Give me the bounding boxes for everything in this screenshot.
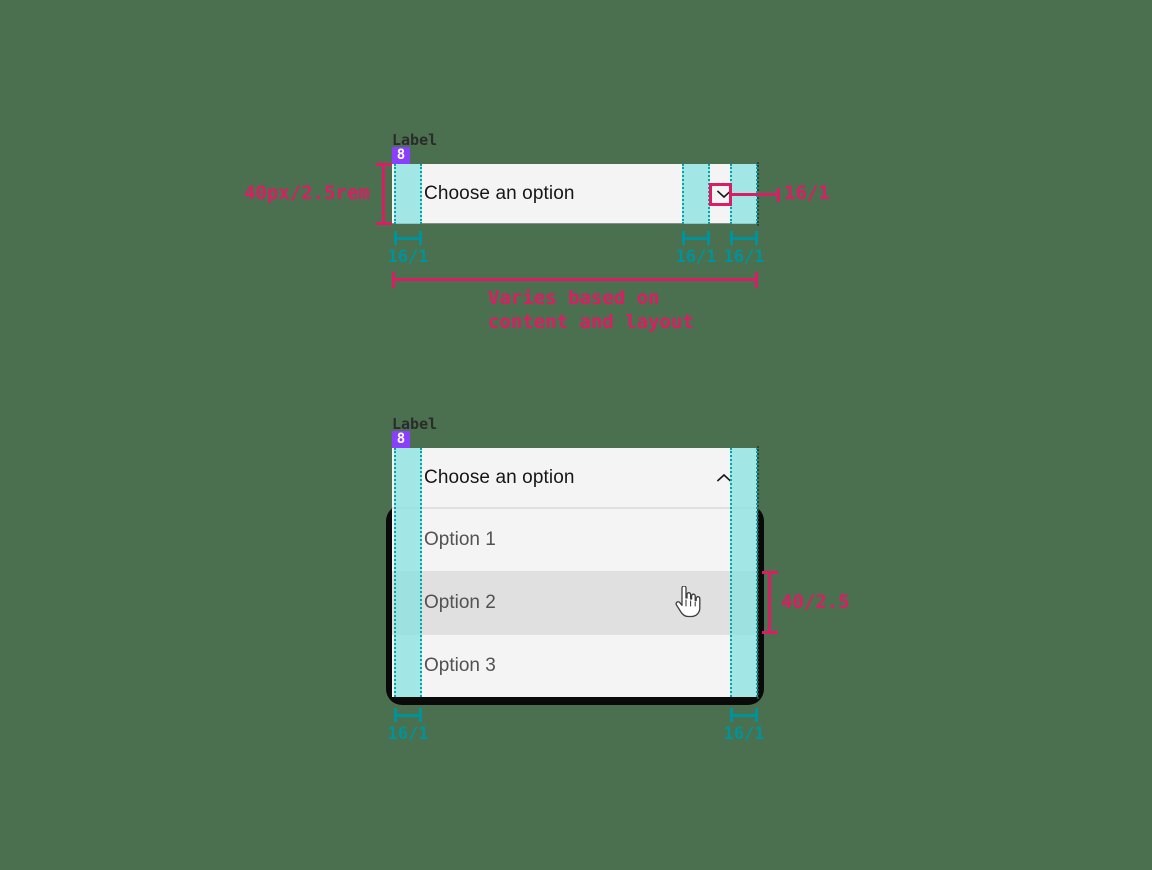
open-right-padding-marker: 16/1 [724,708,764,744]
option-label: Option 1 [424,529,496,550]
open-left-padding-annotation: 16/1 [387,724,429,744]
closed-field-label: Label [392,131,438,149]
open-field-label: Label [392,415,438,433]
option-height-annotation: 40/2.5 [781,591,850,613]
closed-dropdown-field[interactable]: Choose an option [392,164,758,224]
closed-label-spacing-badge: 8 [392,147,410,164]
open-dropdown-placeholder: Choose an option [424,466,575,488]
chevron-up-icon[interactable] [714,468,734,488]
option-label: Option 3 [424,655,496,676]
open-right-padding-annotation: 16/1 [723,724,765,744]
closed-right-padding-annotation: 16/1 [723,247,765,267]
closed-left-padding-marker: 16/1 [388,231,428,267]
closed-dropdown-placeholder: Choose an option [424,182,575,204]
icon-size-annotation: 16/1 [784,182,830,204]
icon-size-leader-cap [777,188,780,202]
closed-width-annotation-line2: content and layout [488,311,694,333]
open-dropdown-field[interactable]: Choose an option [392,448,758,508]
list-item[interactable]: Option 3 [392,634,758,697]
open-left-padding-marker: 16/1 [388,708,428,744]
option-label: Option 2 [424,592,496,613]
open-right-edge-guide [757,446,759,699]
closed-height-bracket [376,163,392,225]
closed-width-span-ruler [392,272,758,288]
closed-icon-gap-marker: 16/1 [676,231,716,267]
option-height-bracket [762,571,778,634]
icon-size-leader-line [732,193,780,196]
open-label-spacing-badge: 8 [392,431,410,448]
closed-icon-gap-annotation: 16/1 [675,247,717,267]
closed-height-annotation: 40px/2.5rem [244,182,370,204]
dropdown-option-list[interactable]: Option 1 Option 2 Option 3 [392,508,758,697]
list-item[interactable]: Option 1 [392,508,758,571]
closed-right-padding-marker: 16/1 [724,231,764,267]
closed-left-padding-annotation: 16/1 [387,247,429,267]
closed-width-annotation-line1: Varies based on [488,287,660,309]
chevron-down-icon[interactable] [714,184,734,204]
list-item[interactable]: Option 2 [392,571,758,634]
